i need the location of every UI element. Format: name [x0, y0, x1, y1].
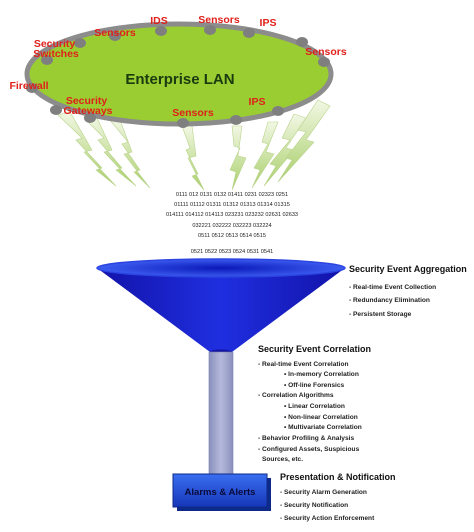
bolt-7	[263, 113, 307, 187]
presentation-item: - Security Action Enforcement	[280, 515, 375, 522]
bolt-5	[229, 125, 247, 191]
node-dot	[318, 57, 330, 67]
node-label-sensors-right: Sensors	[305, 46, 347, 58]
lan-nodes	[26, 25, 330, 128]
correlation-line: • Multivariate Correlation	[284, 424, 362, 431]
funnel-cone	[97, 268, 345, 352]
node-label-sensors-bottom: Sensors	[172, 107, 214, 119]
node-label-sensors-top-left: Sensors	[94, 27, 136, 39]
node-dot	[204, 25, 216, 35]
correlation-line: Sources, etc.	[262, 456, 303, 463]
node-dot	[84, 113, 96, 123]
node-dot	[272, 106, 284, 116]
aggregation-title: Security Event Aggregation	[349, 264, 467, 274]
bolt-3	[109, 119, 151, 189]
stream-line: 032221 032222 032223 032224	[192, 223, 271, 229]
aggregation-item: - Persistent Storage	[349, 311, 412, 318]
node-label-firewall: Firewall	[9, 80, 48, 92]
bolt-2	[83, 115, 137, 187]
correlation-line: • In-memory Correlation	[284, 371, 359, 378]
node-dot	[296, 37, 308, 47]
stream-line: 0511 0512 0513 0514 0515	[198, 233, 266, 239]
correlation-line: • Off-line Forensics	[284, 382, 345, 389]
node-label-ips-top: IPS	[260, 17, 277, 29]
stream-line: 014111 014112 014113 023231 023232 02631…	[166, 212, 298, 218]
lan-title: Enterprise LAN	[125, 71, 234, 88]
funnel-rim	[96, 258, 346, 278]
node-dot	[109, 31, 121, 41]
aggregation-item: - Real-time Event Collection	[349, 284, 436, 291]
bolt-1	[57, 111, 117, 187]
aggregation-item: - Redundancy Elimination	[349, 297, 430, 304]
aggregation-funnel	[96, 258, 346, 477]
node-label-ips-bottom: IPS	[249, 96, 266, 108]
node-dot	[74, 38, 86, 48]
correlation-line: - Configured Assets, Suspicious	[258, 446, 360, 453]
presentation-item: - Security Notification	[280, 502, 348, 509]
node-dot	[41, 55, 53, 65]
event-stream: 0111 012 0131 0132 01411 0231 02323 0251…	[166, 192, 298, 255]
node-label-security-gateways: Security Gateways	[63, 95, 112, 117]
correlation-line: • Non-linear Correlation	[284, 414, 358, 421]
node-label-sensors-top-right: Sensors	[198, 14, 240, 26]
correlation-line: - Behavior Profiling & Analysis	[258, 435, 354, 442]
bolt-6	[251, 121, 279, 189]
presentation-title: Presentation & Notification	[280, 472, 396, 482]
funnel-stem	[208, 351, 234, 477]
correlation-line: - Real-time Event Correlation	[258, 361, 349, 368]
node-label-ids: IDS	[150, 15, 168, 27]
correlation-line: - Correlation Algorithms	[258, 392, 334, 399]
stream-line: 0111 012 0131 0132 01411 0231 02323 0251	[176, 192, 288, 198]
node-label-security-switches: Security Switches	[33, 38, 79, 60]
node-dot	[50, 105, 62, 115]
node-dot	[155, 26, 167, 36]
lan-node-labels: Security Switches Sensors IDS Sensors IP…	[9, 14, 346, 119]
bolt-8	[277, 99, 331, 183]
node-dot	[243, 28, 255, 38]
node-dot	[177, 118, 189, 128]
stream-line: 0521 0522 0523 0524 0531 0541	[191, 249, 273, 255]
correlation-section: Security Event Correlation - Real-time E…	[258, 344, 371, 463]
bolt-4	[181, 125, 205, 191]
presentation-section: Presentation & Notification - Security A…	[280, 472, 396, 522]
correlation-title: Security Event Correlation	[258, 344, 371, 354]
alarms-box	[172, 473, 268, 508]
alarms-label: Alarms & Alerts	[185, 487, 256, 498]
stream-line: 01111 01112 01311 01312 01313 01314 0131…	[174, 202, 290, 208]
alarms-alerts-box: Alarms & Alerts	[172, 473, 271, 511]
presentation-item: - Security Alarm Generation	[280, 489, 367, 496]
node-dot	[26, 83, 38, 93]
node-dot	[230, 115, 242, 125]
correlation-line: • Linear Correlation	[284, 403, 345, 410]
aggregation-section: Security Event Aggregation - Real-time E…	[349, 264, 467, 318]
signal-bolts	[57, 99, 331, 191]
